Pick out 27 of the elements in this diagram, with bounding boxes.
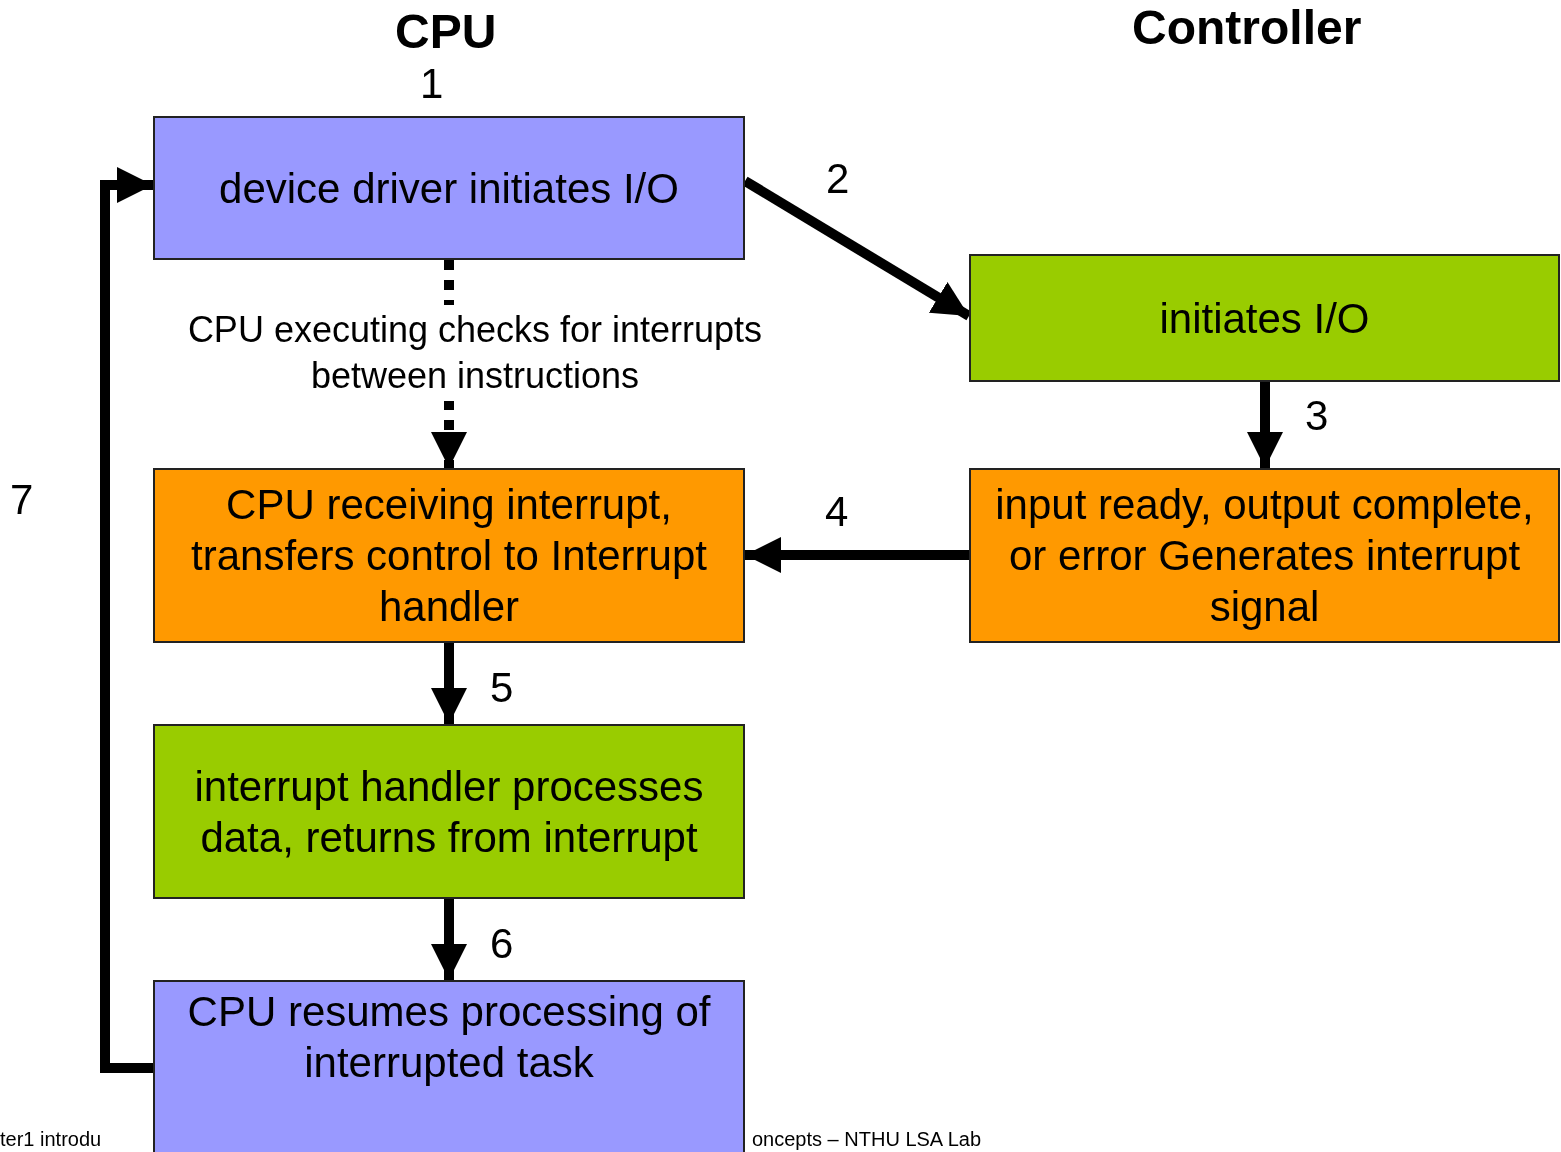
- step-number: 4: [825, 488, 849, 536]
- step-number: 6: [490, 920, 514, 968]
- column-heading: Controller: [1132, 0, 1362, 55]
- process-box: [153, 116, 745, 260]
- arrow: [100, 167, 153, 1073]
- arrow: [745, 537, 969, 573]
- box-text: device driver initiates I/O: [219, 163, 679, 214]
- step-number: 2: [826, 155, 850, 203]
- box-text: interrupt handler processes data, returns from interrupt: [193, 761, 705, 863]
- process-box: [153, 468, 745, 643]
- box-text: initiates I/O: [1159, 293, 1370, 344]
- arrow: [431, 899, 467, 980]
- step-number: 3: [1305, 392, 1329, 440]
- arrow: [1247, 382, 1283, 468]
- step-number: 1: [420, 60, 444, 108]
- box-text: input ready, output complete, or error Generates interrupt signal: [994, 480, 1535, 632]
- process-box: [969, 468, 1560, 643]
- box-text: CPU resumes processing of interrupted task: [186, 987, 712, 1088]
- process-box: [153, 980, 745, 1152]
- column-heading: CPU: [395, 4, 497, 59]
- box-text: CPU receiving interrupt, transfers control to Interrupt handler: [190, 480, 708, 632]
- footer-text: oncepts – NTHU LSA Lab: [752, 1128, 981, 1151]
- process-box: [969, 254, 1560, 382]
- process-box: [153, 724, 745, 899]
- step-number: 7: [10, 476, 34, 524]
- step-number: 5: [490, 664, 514, 712]
- footer-text: ter1 introdu: [0, 1128, 102, 1151]
